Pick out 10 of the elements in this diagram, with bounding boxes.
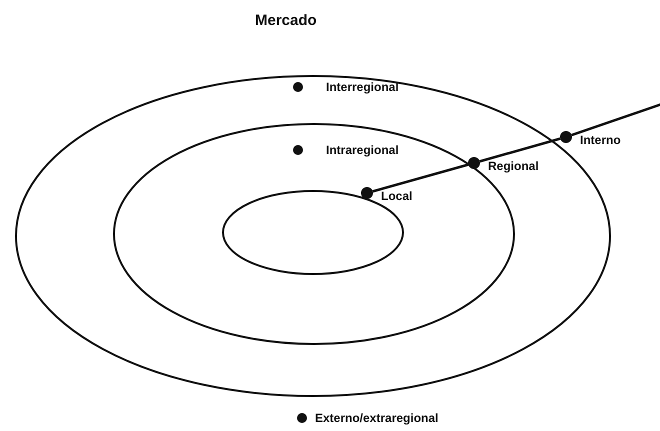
diagram-title: Mercado [255, 14, 317, 28]
point-label: Interno [580, 133, 621, 147]
region-label: Intraregional [326, 143, 399, 157]
point-label: Regional [488, 159, 539, 173]
connector-line [372, 163, 469, 193]
region-label: Interregional [326, 80, 399, 94]
connector-line [479, 137, 561, 163]
connector-line [571, 102, 660, 136]
point-label: Local [381, 189, 412, 203]
region-label: Externo/extraregional [315, 411, 438, 425]
